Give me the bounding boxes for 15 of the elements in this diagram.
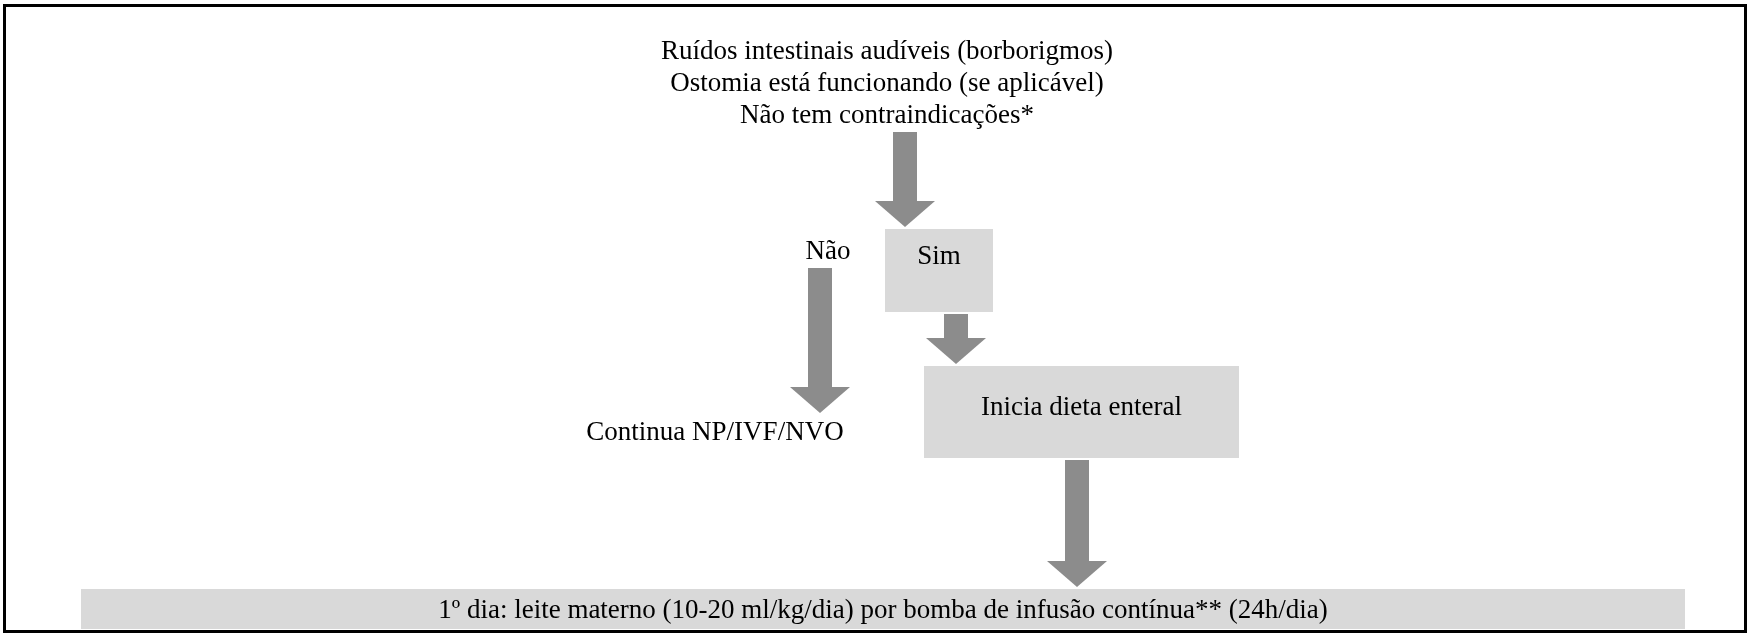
criteria-line: Ostomia está funcionando (se aplicável) [669, 66, 1105, 98]
outcome-text: Continua NP/IVF/NVO [586, 415, 844, 447]
block-arrow [790, 268, 850, 413]
node-text: Inicia dieta enteral [980, 390, 1183, 422]
node-text: Sim [916, 239, 962, 271]
block-arrow [926, 314, 986, 364]
process-box [924, 366, 1239, 458]
decision-box [885, 229, 993, 312]
criteria-line: Não tem contraindicações* [739, 98, 1035, 130]
decision-label: Não [805, 234, 851, 266]
node-text: 1º dia: leite materno (10-20 ml/kg/dia) por bomba de infusão contínua** (24h/dia) [437, 593, 1329, 625]
criteria-line: Ruídos intestinais audíveis (borborigmos) [660, 34, 1114, 66]
block-arrow [875, 132, 935, 227]
instruction-box [81, 589, 1685, 629]
block-arrow [1047, 460, 1107, 587]
